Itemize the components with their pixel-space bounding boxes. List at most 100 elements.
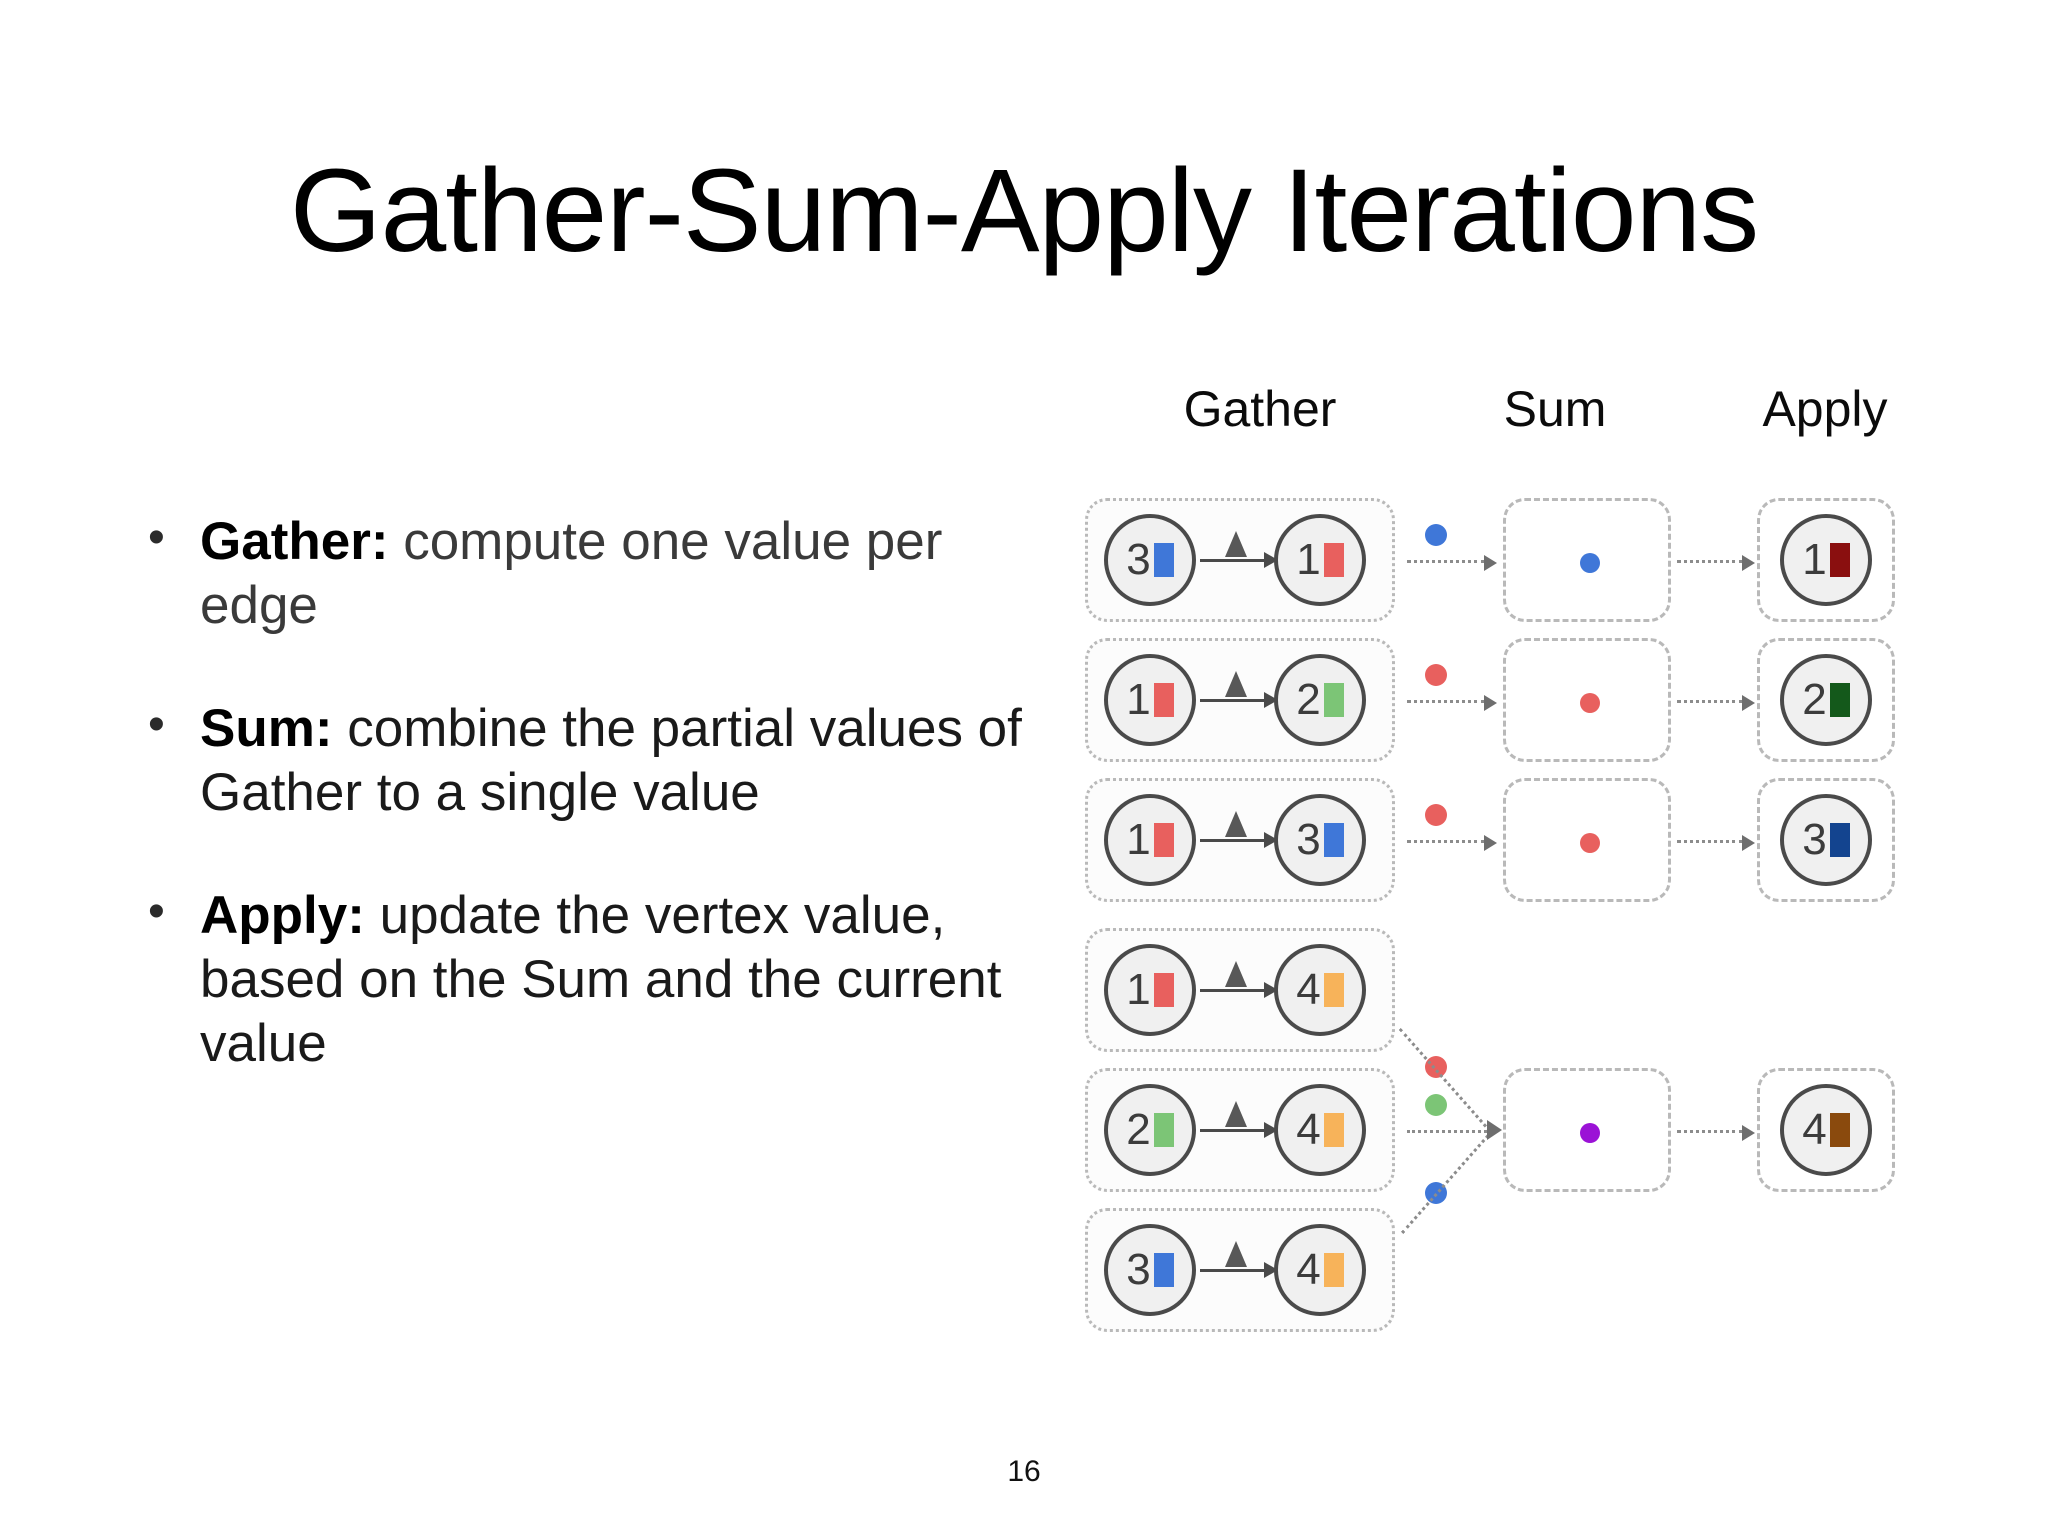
bullet-marker-icon: • (148, 698, 165, 752)
apply-box-row-3: 3 (1757, 778, 1895, 902)
node-value: 3 (1126, 535, 1151, 584)
edge-arrow-icon (1200, 552, 1278, 568)
target-vertex-node: 4 (1274, 1224, 1366, 1316)
apply-box-row-1: 1 (1757, 498, 1895, 622)
apply-box-row-2: 2 (1757, 638, 1895, 762)
applied-vertex-node: 2 (1780, 654, 1872, 746)
node-value: 1 (1126, 965, 1151, 1014)
bullet-text: Gather: compute one value per edge (200, 510, 1040, 637)
node-value: 1 (1296, 535, 1321, 584)
applied-vertex-node: 3 (1780, 794, 1872, 886)
applied-vertex-node: 4 (1780, 1084, 1872, 1176)
node-color-swatch (1153, 543, 1174, 577)
node-value: 1 (1802, 535, 1827, 584)
bullet-list: • Gather: compute one value per edge • S… (140, 510, 1040, 1135)
node-value: 4 (1802, 1105, 1827, 1154)
dotted-connector (1407, 835, 1497, 851)
apply-box-row-5: 4 (1757, 1068, 1895, 1192)
list-item: • Apply: update the vertex value, based … (140, 884, 1040, 1075)
node-value: 1 (1126, 675, 1151, 724)
source-vertex-node: 3 (1104, 514, 1196, 606)
node-color-swatch (1323, 683, 1344, 717)
bullet-body-text: combine the partial values of Gather to … (200, 699, 1022, 822)
edge-marker-triangle-icon (1225, 1241, 1247, 1267)
bullet-lead-label: Sum: (200, 699, 333, 759)
list-item: • Gather: compute one value per edge (140, 510, 1040, 637)
node-color-swatch (1323, 973, 1344, 1007)
dotted-connector (1677, 555, 1755, 571)
node-value: 3 (1126, 1245, 1151, 1294)
list-item: • Sum: combine the partial values of Gat… (140, 697, 1040, 824)
bullet-body-text: compute one value per edge (200, 512, 943, 635)
dotted-connector (1677, 695, 1755, 711)
dotted-connector-diagonal (1401, 1130, 1494, 1234)
sum-value-dot (1580, 833, 1600, 853)
node-color-swatch (1323, 1253, 1344, 1287)
dotted-connector (1407, 695, 1497, 711)
bullet-marker-icon: • (148, 885, 165, 939)
gather-output-dot-row-1 (1425, 524, 1447, 546)
bullet-marker-icon: • (148, 511, 165, 564)
applied-vertex-node: 1 (1780, 514, 1872, 606)
column-header-sum: Sum (1503, 381, 1607, 437)
source-vertex-node: 1 (1104, 794, 1196, 886)
source-vertex-node: 1 (1104, 654, 1196, 746)
target-vertex-node: 3 (1274, 794, 1366, 886)
column-header-apply: Apply (1762, 381, 1888, 437)
page-title: Gather-Sum-Apply Iterations (289, 145, 1759, 277)
gather-output-dot-row-3 (1425, 804, 1447, 826)
bullet-lead-label: Apply: (200, 886, 365, 946)
edge-marker-triangle-icon (1225, 961, 1247, 987)
target-vertex-node: 4 (1274, 944, 1366, 1036)
converge-arrowhead-icon (1487, 1120, 1502, 1140)
node-color-swatch (1323, 543, 1344, 577)
node-color-swatch (1323, 823, 1344, 857)
node-value: 4 (1296, 1105, 1321, 1154)
edge-arrow-icon (1200, 692, 1278, 708)
node-color-swatch (1829, 543, 1850, 577)
edge-marker-triangle-icon (1225, 671, 1247, 697)
node-value: 3 (1296, 815, 1321, 864)
edge-marker-triangle-icon (1225, 1101, 1247, 1127)
sum-value-dot (1580, 1123, 1600, 1143)
sum-box-row-2 (1503, 638, 1671, 762)
sum-box-row-5 (1503, 1068, 1671, 1192)
diagram-column-headers: Gather Sum Apply (1085, 380, 1995, 450)
node-color-swatch (1153, 1113, 1174, 1147)
sum-value-dot (1580, 693, 1600, 713)
node-color-swatch (1829, 1113, 1850, 1147)
sum-value-dot (1580, 553, 1600, 573)
node-color-swatch (1153, 683, 1174, 717)
node-value: 2 (1802, 675, 1827, 724)
edge-arrow-icon (1200, 1262, 1278, 1278)
dotted-connector (1407, 1130, 1487, 1133)
bullet-text: Apply: update the vertex value, based on… (200, 884, 1040, 1075)
node-color-swatch (1323, 1113, 1344, 1147)
node-color-swatch (1829, 823, 1850, 857)
dotted-connector (1677, 1125, 1755, 1141)
source-vertex-node: 1 (1104, 944, 1196, 1036)
node-value: 1 (1126, 815, 1151, 864)
page-number: 16 (1007, 1455, 1041, 1488)
node-color-swatch (1153, 1253, 1174, 1287)
source-vertex-node: 2 (1104, 1084, 1196, 1176)
node-value: 4 (1296, 965, 1321, 1014)
node-value: 4 (1296, 1245, 1321, 1294)
sum-box-row-3 (1503, 778, 1671, 902)
dotted-connector (1677, 835, 1755, 851)
gather-output-dot-row-6 (1425, 1182, 1447, 1204)
gather-output-dot-row-5 (1425, 1094, 1447, 1116)
target-vertex-node: 2 (1274, 654, 1366, 746)
node-value: 3 (1802, 815, 1827, 864)
gather-output-dot-row-2 (1425, 664, 1447, 686)
bullet-body-text: update the vertex value, based on the Su… (200, 886, 1002, 1073)
dotted-connector (1407, 555, 1497, 571)
edge-marker-triangle-icon (1225, 531, 1247, 557)
target-vertex-node: 4 (1274, 1084, 1366, 1176)
